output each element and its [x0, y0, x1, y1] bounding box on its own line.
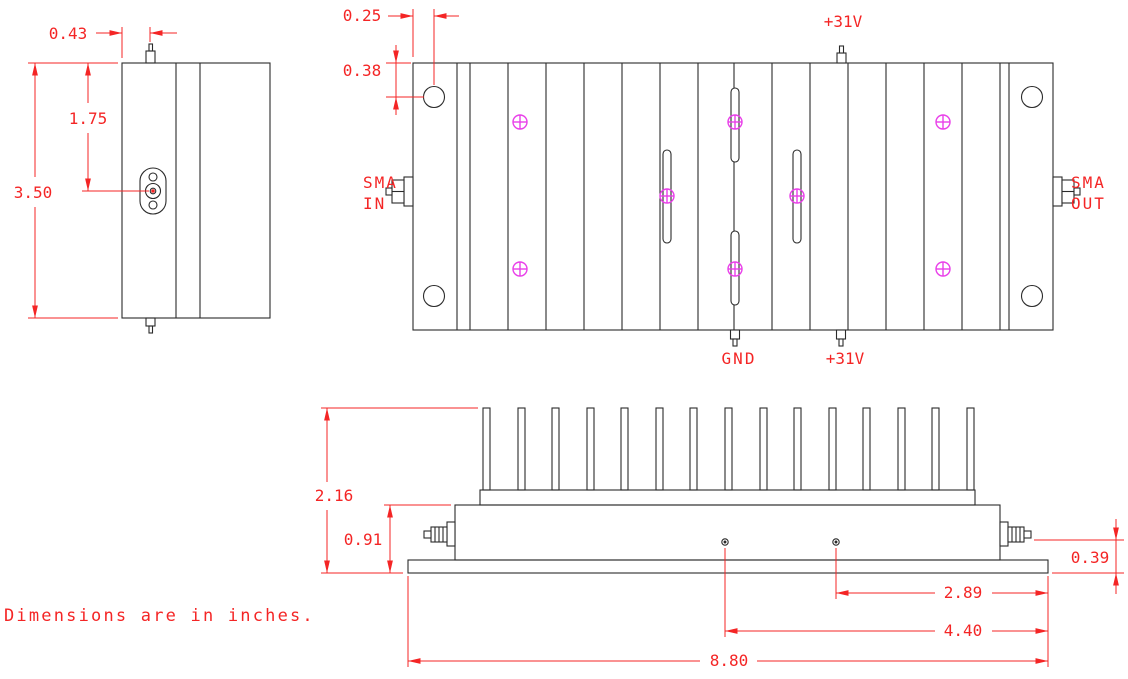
dim-body-height: 0.91 — [344, 530, 383, 549]
feedthru-pin-top — [145, 50, 156, 64]
mounting-hole-top-right — [1020, 85, 1044, 109]
cover-screws — [512, 114, 951, 277]
sma-connector-front-left — [423, 521, 456, 547]
front-view-dimension-lines — [321, 407, 1124, 667]
mounting-hole-bottom-left — [422, 284, 446, 308]
sma-connector-front-right — [999, 521, 1032, 547]
screw-slots — [662, 87, 802, 306]
top-view: 0.25 0.38 +31V SMA IN SMA OUT GND +31V — [343, 6, 1106, 368]
screw-icon — [512, 114, 528, 130]
screw-icon — [727, 114, 743, 130]
label-sma-in-line1: SMA — [363, 173, 398, 192]
end-view: 0.43 1.75 3.50 — [14, 24, 271, 334]
base-plate — [407, 559, 1049, 574]
body-hole-left — [721, 538, 729, 546]
label-sma-out-line2: OUT — [1071, 194, 1106, 213]
dim-total-height: 2.16 — [315, 486, 354, 505]
screw-icon — [935, 261, 951, 277]
dim-hole-to-edge: 2.89 — [944, 583, 983, 602]
dim-end-pin-offset: 0.43 — [49, 24, 88, 43]
power-pins — [729, 45, 847, 347]
dim-hole-offset-x: 0.25 — [343, 6, 382, 25]
label-power-top: +31V — [824, 12, 863, 31]
front-view-body — [407, 489, 1049, 574]
feedthru-pin-bottom — [145, 317, 156, 327]
body-hole-right — [832, 538, 840, 546]
power-pin-top — [836, 45, 847, 64]
dim-end-connector-from-top: 1.75 — [69, 109, 108, 128]
dim-total-width: 8.80 — [710, 651, 749, 670]
drawing-note: Dimensions are in inches. — [4, 606, 315, 626]
connector-center-mark — [151, 189, 155, 193]
power-pin-bottom — [835, 329, 847, 347]
gnd-pin — [729, 329, 741, 347]
label-power-bottom: +31V — [826, 349, 865, 368]
front-view: 2.16 0.91 0.39 2.89 4.40 8.80 — [315, 407, 1124, 670]
dim-connector-height: 0.39 — [1071, 548, 1110, 567]
dim-center-to-edge: 4.40 — [944, 621, 983, 640]
end-view-outline — [121, 43, 271, 334]
label-sma-out-line1: SMA — [1071, 173, 1106, 192]
sma-connector-left — [385, 176, 414, 207]
screw-icon — [789, 188, 805, 204]
heatsink-base — [479, 489, 976, 506]
sma-connector-right — [1052, 176, 1081, 207]
screw-icon — [727, 261, 743, 277]
dim-end-height: 3.50 — [14, 183, 53, 202]
screw-icon — [935, 114, 951, 130]
dim-hole-offset-y: 0.38 — [343, 61, 382, 80]
screw-icon — [512, 261, 528, 277]
module-body — [454, 504, 1001, 561]
mounting-hole-bottom-right — [1020, 284, 1044, 308]
label-sma-in-line2: IN — [363, 194, 386, 213]
top-view-dimension-lines — [386, 9, 459, 115]
end-view-dimension-lines — [28, 27, 177, 319]
heatsink-fins — [482, 407, 975, 491]
mounting-hole-top-left — [422, 85, 446, 109]
label-gnd: GND — [722, 349, 757, 368]
screw-icon — [659, 188, 675, 204]
